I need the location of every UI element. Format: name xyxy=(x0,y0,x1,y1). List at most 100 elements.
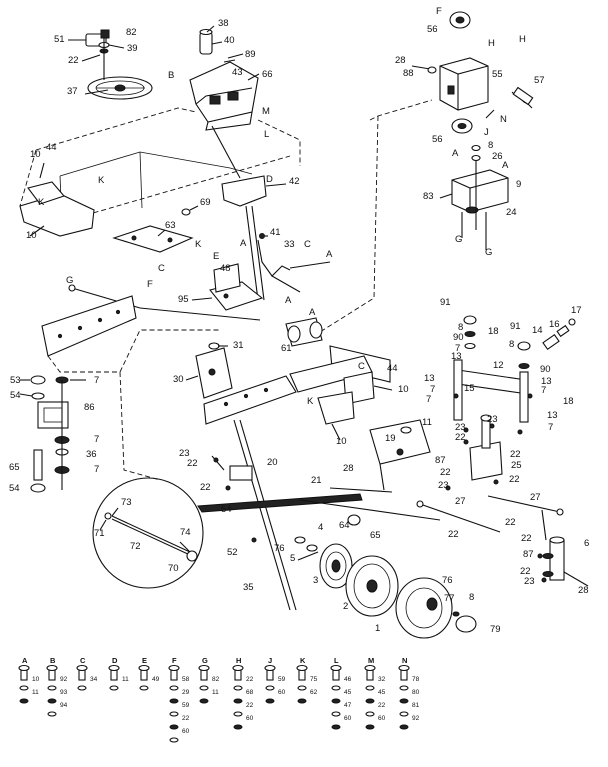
detail-circle xyxy=(92,477,204,589)
part-callout: 24 xyxy=(506,207,517,218)
key-part-number: 47 xyxy=(344,702,352,709)
key-part-number: 11 xyxy=(212,689,219,696)
part-callout: 87 xyxy=(435,455,446,466)
bolt-head-icon xyxy=(108,664,120,672)
part-callout: 13 xyxy=(541,376,552,387)
column-bracket-25 xyxy=(469,414,503,481)
washer-icon xyxy=(331,711,341,717)
connection-letter: C xyxy=(358,361,365,372)
connection-letter: F xyxy=(147,279,153,290)
part-callout: 86 xyxy=(84,402,95,413)
part-callout: 83 xyxy=(423,191,434,202)
part-callout: 2 xyxy=(343,601,348,612)
steering-shaft-upper xyxy=(245,205,265,301)
key-letter: F xyxy=(172,656,177,665)
bracket-48 xyxy=(191,263,264,311)
washer-icon xyxy=(47,698,57,704)
plate-63 xyxy=(112,205,199,253)
part-callout: 5 xyxy=(290,553,295,564)
part-callout: 4 xyxy=(318,522,323,533)
key-column-e: E49 xyxy=(138,656,160,691)
key-letter: G xyxy=(202,656,208,665)
frame-side-plate-left xyxy=(41,295,137,357)
part-callout: 22 xyxy=(455,432,466,443)
part-callout: 44 xyxy=(46,142,57,153)
pulley-56-lower xyxy=(451,109,495,134)
part-callout: 74 xyxy=(180,527,191,538)
part-callout: 48 xyxy=(220,263,231,274)
bolt-head-icon xyxy=(198,664,210,672)
part-callout: 73 xyxy=(121,497,132,508)
key-letter: J xyxy=(268,656,272,665)
part-callout: 76 xyxy=(274,543,285,554)
part-callout: 91 xyxy=(510,321,521,332)
part-callout: 90 xyxy=(453,332,464,343)
part-callout: 3 xyxy=(313,575,318,586)
key-part-number: 60 xyxy=(344,715,352,722)
washer-icon xyxy=(297,698,307,704)
bolt-head-icon xyxy=(168,664,180,672)
part-callout: 91 xyxy=(440,297,451,308)
part-callout: 13 xyxy=(451,351,462,362)
axle-hardware-4-5 xyxy=(294,514,361,561)
part-callout: 28 xyxy=(343,463,354,474)
connection-letter: A xyxy=(502,160,509,171)
key-part-number: 34 xyxy=(90,676,98,683)
washer-icon xyxy=(199,698,209,704)
washer-icon xyxy=(399,711,409,717)
part-callout: 54 xyxy=(10,390,21,401)
part-callout: 65 xyxy=(9,462,20,473)
part-callout: 55 xyxy=(492,69,503,80)
connection-letter: A xyxy=(285,295,292,306)
key-part-number: 60 xyxy=(278,689,286,696)
part-callout: 23 xyxy=(438,480,449,491)
part-callout: 22 xyxy=(448,529,459,540)
part-callout: 12 xyxy=(493,360,504,371)
key-part-number: 59 xyxy=(278,676,286,683)
key-part-number: 11 xyxy=(122,676,129,683)
key-letter: A xyxy=(22,656,28,665)
part-callout: 77 xyxy=(444,593,455,604)
washer-icon xyxy=(331,685,341,691)
part-callout: 7 xyxy=(548,422,553,433)
part-callout: 13 xyxy=(547,410,558,421)
key-part-number: 32 xyxy=(378,676,386,683)
part-callout: 22 xyxy=(200,482,211,493)
washer-icon xyxy=(109,685,119,691)
part-callout: 54 xyxy=(9,483,20,494)
connection-letter: M xyxy=(262,106,270,117)
part-callout: 6 xyxy=(584,538,589,549)
key-part-number: 59 xyxy=(182,702,190,709)
rim-2 xyxy=(345,555,399,617)
part-callout: 9 xyxy=(516,179,521,190)
part-callout: 42 xyxy=(289,176,300,187)
part-callout: 23 xyxy=(455,422,466,433)
part-callout: 70 xyxy=(168,563,179,574)
key-part-number: 22 xyxy=(246,676,254,683)
bracket-55 xyxy=(411,57,489,111)
misc-hardware xyxy=(213,393,547,583)
spindle-6 xyxy=(541,509,589,587)
washer-icon xyxy=(139,685,149,691)
washer-icon xyxy=(77,685,87,691)
part-callout: 39 xyxy=(127,43,138,54)
bolt-head-icon xyxy=(18,664,30,672)
part-callout: 31 xyxy=(233,340,244,351)
washer-icon xyxy=(365,698,375,704)
bolt-head-icon xyxy=(398,664,410,672)
tie-rod-27 xyxy=(416,495,564,533)
part-callout: 21 xyxy=(311,475,322,486)
connection-letter: L xyxy=(264,129,269,140)
washer-icon xyxy=(19,698,29,704)
part-callout: 28 xyxy=(395,55,406,66)
part-callout: 11 xyxy=(422,417,432,428)
part-callout: 10 xyxy=(398,384,409,395)
part-callout: 22 xyxy=(505,517,516,528)
key-part-number: 78 xyxy=(412,676,420,683)
